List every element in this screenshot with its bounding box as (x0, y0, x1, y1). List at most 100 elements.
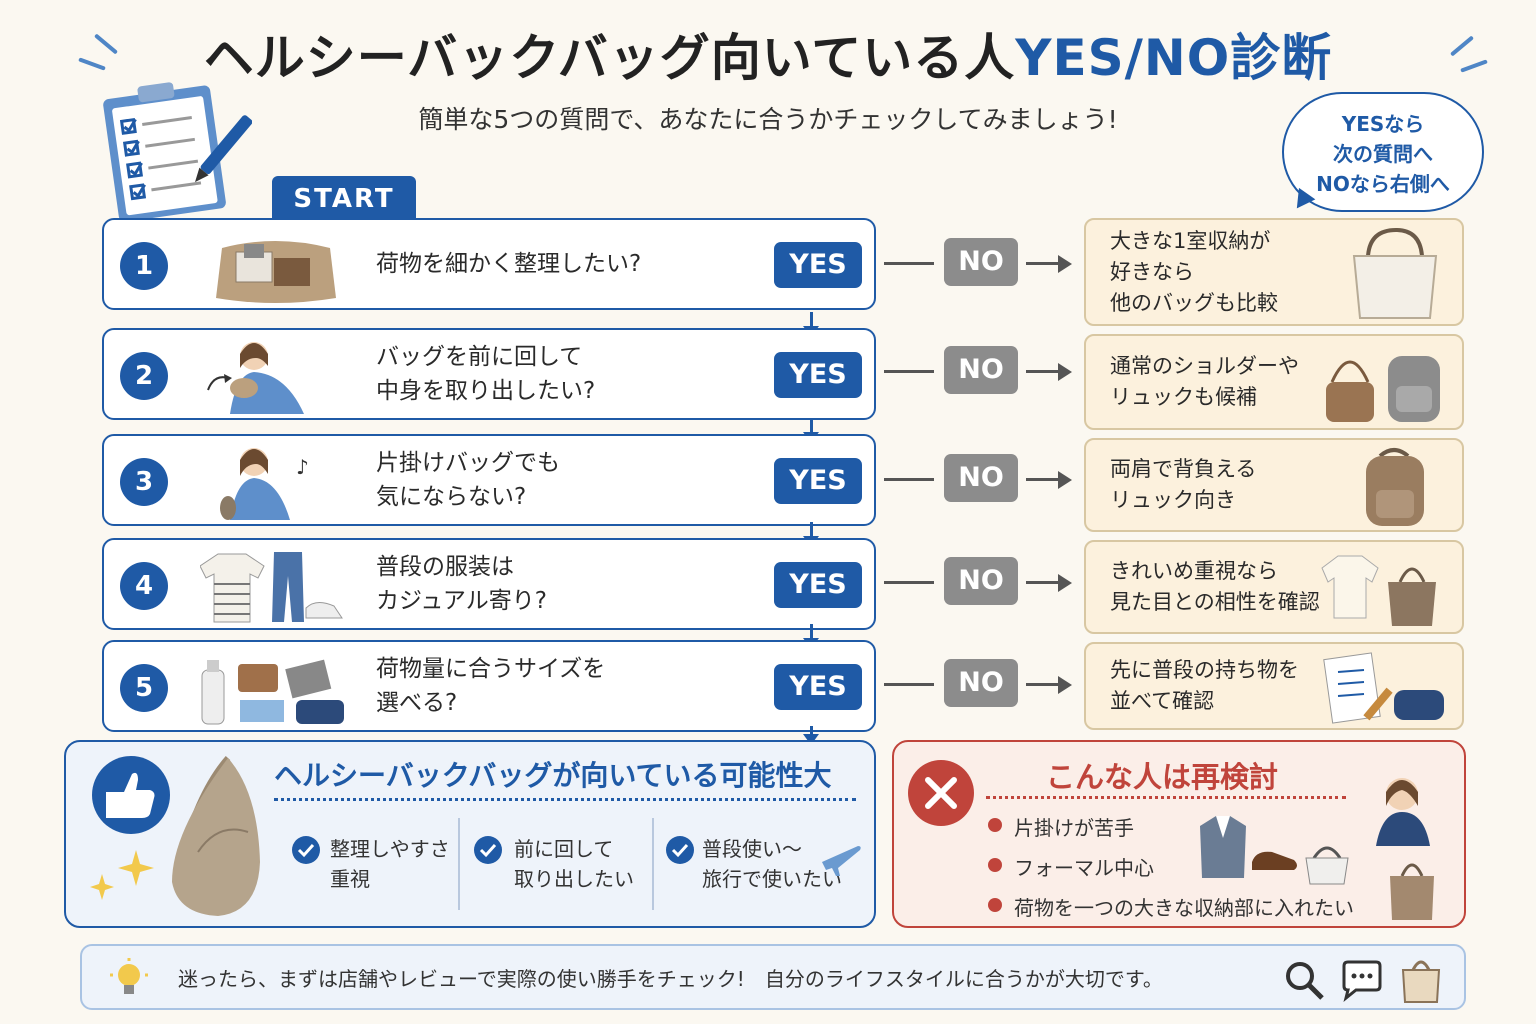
shoulder-bag-backpack-icon (1326, 356, 1440, 422)
chat-bubble-icon (1342, 960, 1382, 1002)
magnifier-icon (1286, 962, 1324, 1000)
question-number: 2 (120, 352, 168, 400)
footer-tip: 迷ったら、まずは店舗やレビューで実際の使い勝手をチェック! 自分のライフスタイル… (80, 944, 1466, 1010)
arrow-right-icon (1058, 471, 1072, 489)
no-button[interactable]: NO (944, 659, 1018, 707)
dotted-divider (274, 798, 856, 801)
formal-handbag-icon (1305, 846, 1349, 885)
sparkle-icon (90, 850, 154, 900)
check-circle-icon (666, 836, 694, 864)
result-box: ヘルシーバックバッグが向いている可能性大 整理しやすさ 重視 前に回して 取り出… (64, 740, 876, 928)
result-title: ヘルシーバックバッグが向いている可能性大 (274, 759, 832, 792)
bullet-dot (988, 858, 1002, 872)
arrow-right-icon (1058, 255, 1072, 273)
question-number: 5 (120, 664, 168, 712)
question-row-5: 5 荷物量に合うサイズを 選べる? YES (102, 640, 876, 732)
connector-line (884, 683, 934, 686)
alternative-text: 大きな1室収納が 好きなら 他のバッグも比較 (1110, 228, 1278, 315)
alternative-box-4: きれいめ重視なら 見た目との相性を確認 (1084, 540, 1464, 634)
result-point-3: 普段使い〜 旅行で使いたい (702, 837, 842, 891)
person-shoulder-bag-icon: ♪ (220, 448, 309, 520)
blouse-handbag-icon (1321, 555, 1436, 626)
no-button[interactable]: NO (944, 557, 1018, 605)
connector-line (1026, 478, 1064, 481)
connector-line (1026, 581, 1064, 584)
alternative-text: 両肩で背負える リュック向き (1110, 457, 1257, 512)
svg-text:♪: ♪ (296, 455, 309, 479)
down-arrow-head (803, 734, 819, 745)
no-button[interactable]: NO (944, 454, 1018, 502)
alternative-box-1: 大きな1室収納が 好きなら 他のバッグも比較 (1084, 218, 1464, 326)
yes-button[interactable]: YES (774, 352, 862, 398)
start-tab: START (272, 176, 416, 220)
yes-button[interactable]: YES (774, 458, 862, 504)
column-separator (652, 818, 654, 910)
question-text: 普段の服装は カジュアル寄り? (376, 554, 547, 614)
question-row-3: 3 ♪ 片掛けバッグでも 気にならない? YES (102, 434, 876, 526)
result-point-1: 整理しやすさ 重視 (330, 837, 450, 891)
connector-line (1026, 683, 1064, 686)
question-text: 荷物を細かく整理したい? (376, 251, 642, 277)
result-point-2: 前に回して 取り出したい (514, 837, 634, 891)
lightbulb-icon (110, 958, 148, 994)
alternative-text: きれいめ重視なら 見た目との相性を確認 (1110, 559, 1320, 614)
shopping-bag-icon (1401, 960, 1441, 1003)
healthy-back-bag-icon (172, 756, 260, 916)
footer-text: 迷ったら、まずは店舗やレビューで実際の使い勝手をチェック! 自分のライフスタイル… (178, 966, 1163, 991)
thumbs-up-icon (92, 756, 170, 834)
page-title: ヘルシーバックバッグ向いている人YES/NO診断 (203, 29, 1333, 87)
cross-circle-icon (908, 760, 974, 826)
arrow-right-icon (1058, 574, 1072, 592)
connector-line (1026, 370, 1064, 373)
alternative-text: 先に普段の持ち物を 並べて確認 (1110, 658, 1299, 713)
formal-wear-icon (1200, 816, 1297, 878)
yes-button[interactable]: YES (774, 562, 862, 608)
check-circle-icon (474, 836, 502, 864)
question-row-1: 1 荷物を細かく整理したい? YES (102, 218, 876, 310)
question-row-2: 2 バッグを前に回して 中身を取り出したい? YES (102, 328, 876, 420)
dotted-divider (986, 796, 1346, 799)
tote-bag-icon (1352, 227, 1438, 319)
reconsider-item-2: フォーマル中心 (1014, 856, 1154, 880)
backpack-icon (1366, 448, 1424, 526)
alternative-box-5: 先に普段の持ち物を 並べて確認 (1084, 642, 1464, 730)
reconsider-item-1: 片掛けが苦手 (1014, 816, 1134, 840)
yes-button[interactable]: YES (774, 664, 862, 710)
check-circle-icon (292, 836, 320, 864)
connector-line (884, 262, 934, 265)
reconsider-item-3: 荷物を一つの大きな収納部に入れたい (1014, 896, 1354, 920)
yes-button[interactable]: YES (774, 242, 862, 288)
question-text: バッグを前に回して 中身を取り出したい? (376, 344, 596, 404)
question-text: 片掛けバッグでも 気にならない? (376, 450, 560, 510)
arrow-right-icon (1058, 676, 1072, 694)
large-tote-icon (1390, 863, 1434, 920)
no-button[interactable]: NO (944, 346, 1018, 394)
reconsider-title: こんな人は再検討 (1046, 760, 1279, 794)
bullet-dot (988, 898, 1002, 912)
arrow-right-icon (1058, 363, 1072, 381)
page-subtitle: 簡単な5つの質問で、あなたに合うかチェックしてみましょう! (418, 105, 1118, 134)
connector-line (1026, 262, 1064, 265)
alternative-box-3: 両肩で背負える リュック向き (1084, 438, 1464, 532)
bullet-dot (988, 818, 1002, 832)
question-number: 1 (120, 242, 168, 290)
airplane-icon (822, 846, 861, 876)
organized-bag-icon (216, 241, 336, 303)
worried-person-icon (1376, 778, 1430, 846)
question-number: 4 (120, 562, 168, 610)
no-button[interactable]: NO (944, 238, 1018, 286)
alternative-text: 通常のショルダーや リュックも候補 (1110, 354, 1299, 409)
person-front-bag-icon (207, 342, 304, 414)
question-row-4: 4 普段の服装は カジュアル寄り? YES (102, 538, 876, 630)
instruction-bubble: YESなら 次の質問へ NOなら右側へ (1282, 92, 1484, 212)
casual-clothes-icon (200, 552, 343, 623)
clipboard-checklist-icon (103, 82, 252, 220)
connector-line (884, 370, 934, 373)
connector-line (884, 478, 934, 481)
alternative-box-2: 通常のショルダーや リュックも候補 (1084, 334, 1464, 430)
reconsider-box: こんな人は再検討 片掛けが苦手 フォーマル中心 荷物を一つの大きな収納部に入れた… (892, 740, 1466, 928)
question-number: 3 (120, 458, 168, 506)
connector-line (884, 581, 934, 584)
question-text: 荷物量に合うサイズを 選べる? (376, 656, 606, 716)
belongings-icon (201, 659, 344, 725)
